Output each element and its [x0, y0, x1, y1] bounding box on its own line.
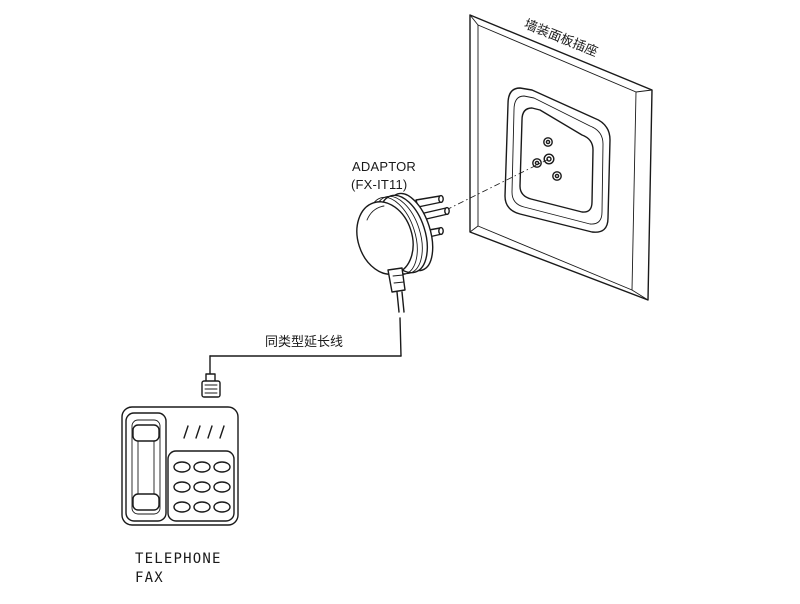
rj11-plug	[201, 373, 221, 398]
socket-face	[519, 107, 594, 213]
adaptor-cable-boot	[387, 267, 406, 293]
label-telephone: TELEPHONE	[135, 551, 222, 567]
label-adaptor-name: ADAPTOR	[352, 159, 417, 174]
socket-hole-bottom	[552, 171, 562, 181]
adaptor-device	[356, 192, 450, 293]
socket-hole-top	[543, 137, 553, 147]
socket-hole-center	[543, 153, 555, 165]
socket-frame-mid	[511, 95, 604, 225]
telephone-display	[183, 425, 225, 439]
label-fax: FAX	[135, 570, 164, 586]
extension-cable	[209, 291, 405, 376]
label-extension-cable: 同类型延长线	[265, 335, 344, 350]
telephone-keys	[173, 461, 231, 513]
socket-hole-left	[532, 158, 542, 168]
label-adaptor-model: (FX-IT11)	[351, 177, 408, 192]
alignment-centerline	[445, 158, 550, 211]
wall-socket	[504, 87, 611, 233]
telephone-device	[121, 406, 239, 526]
